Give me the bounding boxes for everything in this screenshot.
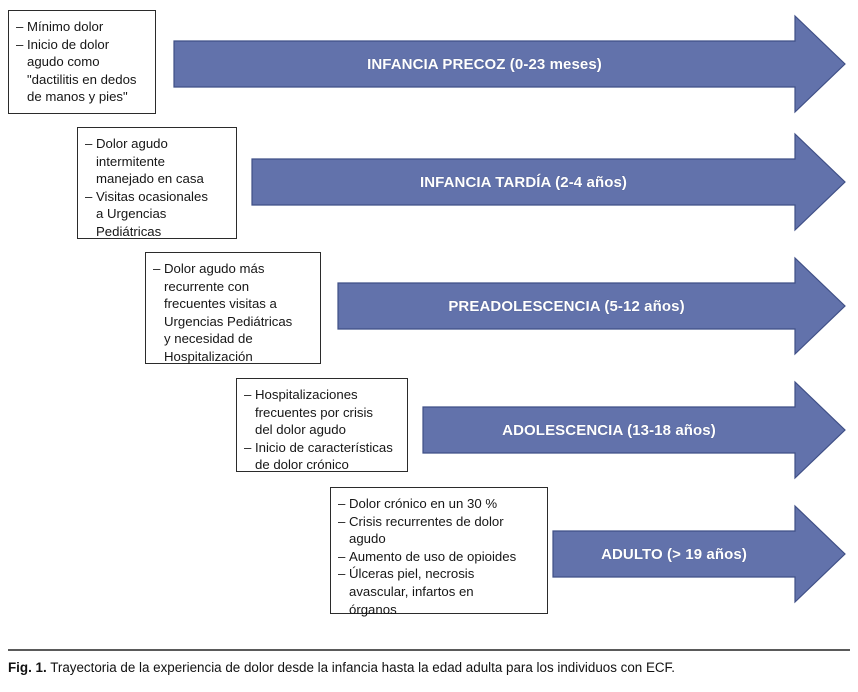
caption-divider [8,649,850,651]
note-item: Dolor agudo más recurrente con frecuente… [153,260,312,366]
note-item: Aumento de uso de opioides [338,548,539,566]
arrow-adolescencia: ADOLESCENCIA (13-18 años) [422,380,846,480]
arrow-label-infancia-tardia: INFANCIA TARDÍA (2-4 años) [419,173,628,191]
note-item: Úlceras piel, necrosis avascular, infart… [338,565,539,618]
arrow-label-adolescencia: ADOLESCENCIA (13-18 años) [502,421,716,439]
figure-diagram: Mínimo dolor Inicio de dolor agudo como … [0,0,858,640]
arrow-label-preadolescencia: PREADOLESCENCIA (5-12 años) [448,297,685,315]
arrow-shape-icon [552,504,846,604]
arrow-adulto: ADULTO (> 19 años) [552,504,846,604]
figure-caption: Fig. 1. Trayectoria de la experiencia de… [8,659,850,677]
note-item: Dolor agudo intermitente manejado en cas… [85,135,228,188]
arrow-shape-icon [422,380,846,480]
note-item: Dolor crónico en un 30 % [338,495,539,513]
note-box-infancia-tardia: Dolor agudo intermitente manejado en cas… [77,127,237,239]
arrow-shape-icon [173,14,846,114]
note-list: Dolor crónico en un 30 % Crisis recurren… [338,495,539,618]
note-item: Inicio de características de dolor cróni… [244,439,399,474]
note-item: Hospitalizaciones frecuentes por crisis … [244,386,399,439]
note-item: Mínimo dolor [16,18,147,36]
note-box-infancia-precoz: Mínimo dolor Inicio de dolor agudo como … [8,10,156,114]
note-box-adulto: Dolor crónico en un 30 % Crisis recurren… [330,487,548,617]
arrow-shape-icon [251,132,846,232]
note-box-preadolescencia: Dolor agudo más recurrente con frecuente… [145,252,321,364]
note-list: Hospitalizaciones frecuentes por crisis … [244,386,399,474]
note-item: Visitas ocasionales a Urgencias Pediátri… [85,188,228,241]
arrow-label-adulto: ADULTO (> 19 años) [601,545,747,563]
arrow-preadolescencia: PREADOLESCENCIA (5-12 años) [337,256,846,356]
arrow-infancia-precoz: INFANCIA PRECOZ (0-23 meses) [173,14,846,114]
note-list: Mínimo dolor Inicio de dolor agudo como … [16,18,147,106]
note-item: Inicio de dolor agudo como "dactilitis e… [16,36,147,106]
arrow-infancia-tardia: INFANCIA TARDÍA (2-4 años) [251,132,846,232]
note-list: Dolor agudo intermitente manejado en cas… [85,135,228,241]
note-list: Dolor agudo más recurrente con frecuente… [153,260,312,366]
note-item: Crisis recurrentes de dolor agudo [338,513,539,548]
caption-label: Fig. 1. [8,660,47,675]
arrow-shape-icon [337,256,846,356]
arrow-label-infancia-precoz: INFANCIA PRECOZ (0-23 meses) [367,55,602,73]
caption-text: Trayectoria de la experiencia de dolor d… [50,660,675,675]
note-box-adolescencia: Hospitalizaciones frecuentes por crisis … [236,378,408,472]
